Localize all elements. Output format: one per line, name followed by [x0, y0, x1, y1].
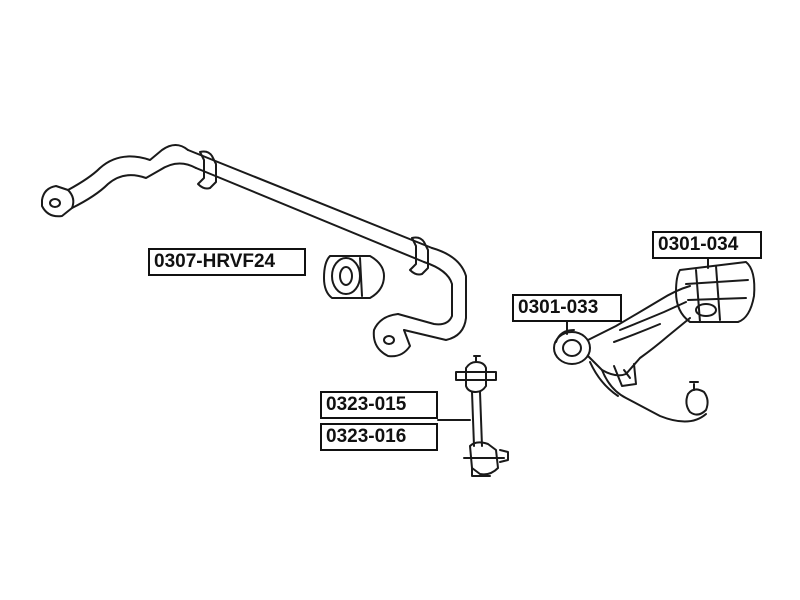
stabilizer-bar-clamp-right: [409, 236, 429, 276]
lower-arm-rear-bushing-part: [675, 261, 756, 323]
label-stabilizer-link-left: 0323-016: [320, 423, 438, 451]
label-stabilizer-link-right: 0323-015: [320, 391, 438, 419]
stabilizer-bar-right-end: [372, 313, 411, 358]
stabilizer-bar-left-end: [41, 185, 75, 218]
stabilizer-bar: [41, 144, 467, 358]
stabilizer-link-part: [455, 355, 509, 477]
label-lower-arm-rear-bushing: 0301-034: [652, 231, 762, 259]
label-lower-arm-front-bushing: 0301-033: [512, 294, 622, 322]
stabilizer-bushing-part: [323, 255, 385, 299]
lower-control-arm: [553, 285, 709, 423]
stabilizer-bar-clamp-left: [197, 150, 217, 190]
label-stabilizer-bushing: 0307-HRVF24: [148, 248, 306, 276]
